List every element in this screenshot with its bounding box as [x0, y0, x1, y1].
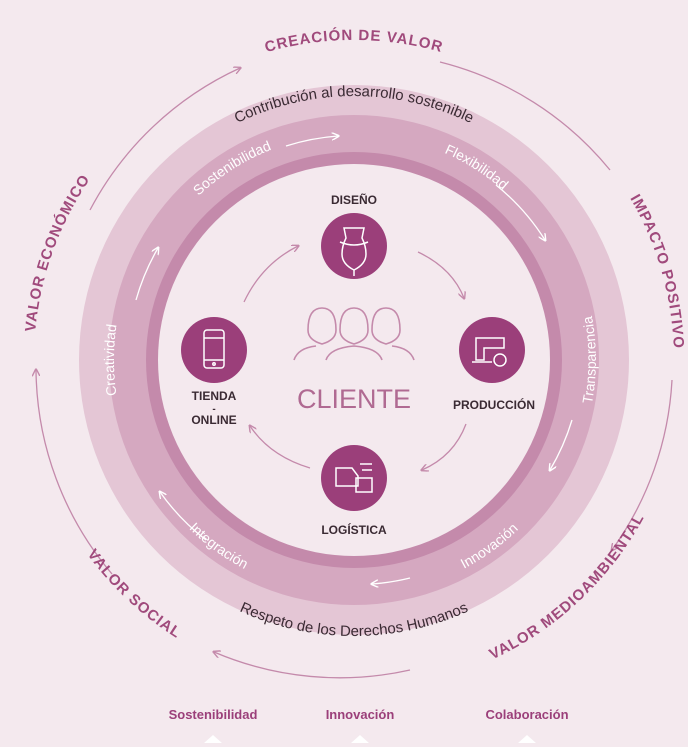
node-design-label: DISEÑO [331, 192, 377, 207]
svg-text:CREACIÓN DE VALOR: CREACIÓN DE VALOR [263, 26, 445, 56]
svg-text:Creatividad: Creatividad [101, 323, 120, 397]
node-logistics: LOGÍSTICA [321, 445, 387, 537]
values-cycle-arrows [135, 136, 573, 584]
smartphone-icon [203, 329, 225, 369]
value-label-creatividad: Creatividad [101, 323, 120, 397]
core-circle [158, 164, 550, 556]
node-logistics-label: LOGÍSTICA [321, 522, 387, 537]
node-store-label-line1: TIENDA [192, 389, 237, 403]
outer-cycle-arrows [36, 61, 673, 679]
node-production: PRODUCCIÓN [453, 317, 535, 412]
node-design: DISEÑO [321, 192, 387, 279]
svg-text:Transparencia: Transparencia [579, 315, 599, 405]
svg-text:VALOR ECONÓMICO: VALOR ECONÓMICO [22, 171, 93, 332]
value-label-transparencia: Transparencia [579, 315, 599, 405]
dress-form-icon [339, 227, 369, 276]
sewing-machine-icon [472, 337, 507, 367]
node-store: TIENDA - ONLINE [181, 317, 247, 427]
outer-label-right: IMPACTO POSITIVO [626, 191, 685, 349]
center-label: CLIENTE [297, 384, 411, 414]
inner-cycle-arrows [243, 246, 467, 470]
outer-label-top: CREACIÓN DE VALOR [263, 26, 444, 56]
outer-label-left: VALOR ECONÓMICO [22, 171, 92, 332]
delivery-truck-icon [335, 463, 373, 493]
node-production-label: PRODUCCIÓN [453, 397, 535, 412]
svg-text:IMPACTO POSITIVO: IMPACTO POSITIVO [626, 191, 686, 349]
node-store-label-line2: - [212, 404, 215, 415]
node-store-label-line3: ONLINE [191, 413, 236, 427]
people-icon [293, 307, 415, 361]
